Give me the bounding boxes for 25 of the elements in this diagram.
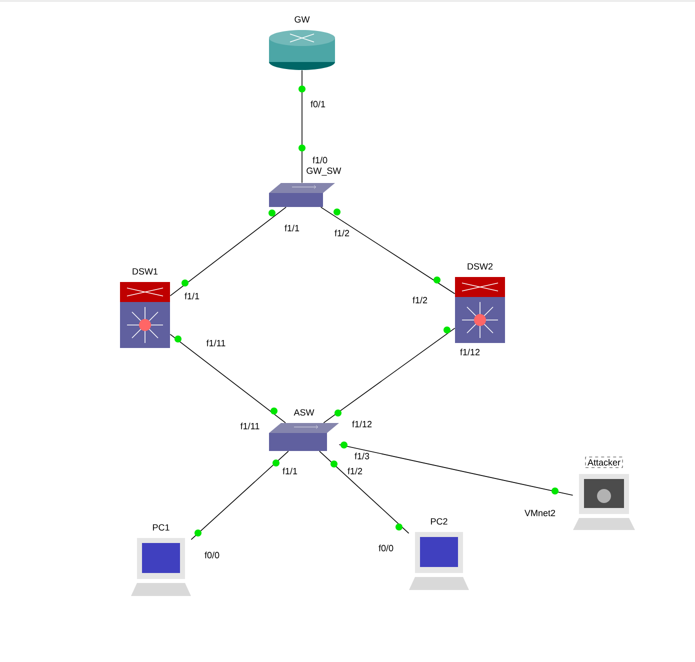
port-label: f1/1 — [282, 468, 298, 474]
port-label: f1/2 — [412, 296, 428, 304]
port-label: f1/11 — [206, 340, 226, 346]
device-label: Attacker — [585, 456, 623, 468]
port-label: VMnet2 — [524, 510, 556, 516]
device-label: PC1 — [151, 523, 171, 532]
port-label: f0/1 — [310, 100, 326, 108]
link-line — [170, 206, 286, 296]
device-label: GW — [293, 15, 311, 24]
link-line — [338, 444, 574, 496]
device-label: PC2 — [429, 517, 449, 526]
port-label: f1/1 — [184, 292, 200, 300]
port-label: f1/2 — [334, 230, 350, 236]
link-line — [319, 450, 410, 534]
device-label: DSW2 — [466, 262, 494, 271]
port-label: f1/12 — [352, 420, 372, 428]
port-label: f1/3 — [354, 452, 370, 460]
link-line — [320, 206, 456, 294]
device-label: GW_SW — [305, 166, 342, 177]
port-label: f1/2 — [348, 468, 362, 474]
link-line — [170, 334, 286, 424]
device-label: ASW — [292, 408, 316, 417]
port-label: f1/1 — [284, 224, 300, 232]
device-label: DSW1 — [131, 267, 159, 276]
link-line — [190, 450, 289, 540]
